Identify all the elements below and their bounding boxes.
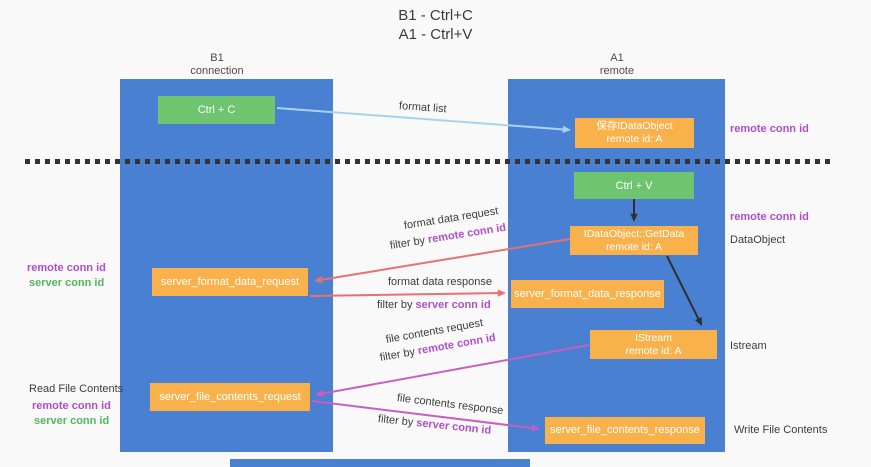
format-data-response-label: format data response [388,276,492,288]
column-header-a1: A1 remote [547,52,687,78]
ctrl-v-label: Ctrl + V [615,179,653,192]
filter-by-prefix: filter by [377,413,417,429]
read-file-contents-label: Read File Contents [29,383,124,395]
istream-line1: IStream [635,331,672,344]
right-remote-conn-id-mid-label: remote conn id [730,211,809,223]
phase-divider-dashed-line [25,159,833,164]
istream-line2: remote id: A [625,344,682,357]
filter-by-prefix: filter by [377,299,416,311]
idataobject-getdata-box: IDataObject::GetData remote id: A [570,226,698,255]
title-line-1: B1 - Ctrl+C [398,7,473,24]
column-header-b1: B1 connection [147,52,287,78]
left-remote-conn-id-2-label: remote conn id [32,400,111,412]
server-conn-id-key: server conn id [415,299,491,311]
ctrl-c-box: Ctrl + C [158,96,275,124]
right-remote-conn-id-top-label: remote conn id [730,123,809,135]
column-a1-role: remote [599,65,635,77]
server-format-data-response-label: server_format_data_response [514,287,661,300]
file-contents-response-filter-label: filter by server conn id [377,413,491,437]
background-window-edge [230,459,530,467]
save-idataobject-line1: 保存IDataObject [596,120,673,132]
column-a1-name: A1 [610,52,624,64]
server-file-contents-response-box: server_file_contents_response [545,417,705,444]
write-file-contents-label: Write File Contents [734,424,828,436]
save-idataobject-line2: remote id: A [606,133,663,145]
server-format-data-request-label: server_format_data_request [160,275,300,288]
format-list-label: format list [398,100,447,116]
istream-box: IStream remote id: A [590,330,717,359]
ctrl-c-label: Ctrl + C [197,104,236,116]
filter-by-prefix: filter by [378,345,419,364]
format-data-response-filter-label: filter by server conn id [377,299,491,311]
column-b1-name: B1 [210,52,224,64]
file-contents-response-label: file contents response [396,392,504,417]
left-server-conn-id-1-label: server conn id [29,277,105,289]
istream-side-label: Istream [730,340,767,352]
server-file-contents-request-box: server_file_contents_request [150,383,310,411]
format-data-response-arrow-head [497,289,506,297]
left-server-conn-id-2-label: server conn id [34,415,110,427]
server-file-contents-request-label: server_file_contents_request [159,390,301,403]
format-data-response-arrow [309,292,503,297]
server-file-contents-response-label: server_file_contents_response [550,424,700,436]
filter-by-prefix: filter by [389,234,429,252]
server-conn-id-key: server conn id [415,417,492,437]
ctrl-v-box: Ctrl + V [574,172,694,199]
server-format-data-response-box: server_format_data_response [511,280,664,308]
diagram-title: B1 - Ctrl+C A1 - Ctrl+V [0,6,871,44]
save-idataobject-box: 保存IDataObject remote id: A [575,118,694,148]
getdata-line2: remote id: A [605,240,663,253]
dataobject-label: DataObject [730,234,786,246]
title-line-2: A1 - Ctrl+V [398,26,473,43]
column-b1-role: connection [190,65,244,77]
server-format-data-request-box: server_format_data_request [152,268,308,296]
getdata-line1: IDataObject::GetData [583,227,685,240]
left-remote-conn-id-1-label: remote conn id [27,262,106,274]
